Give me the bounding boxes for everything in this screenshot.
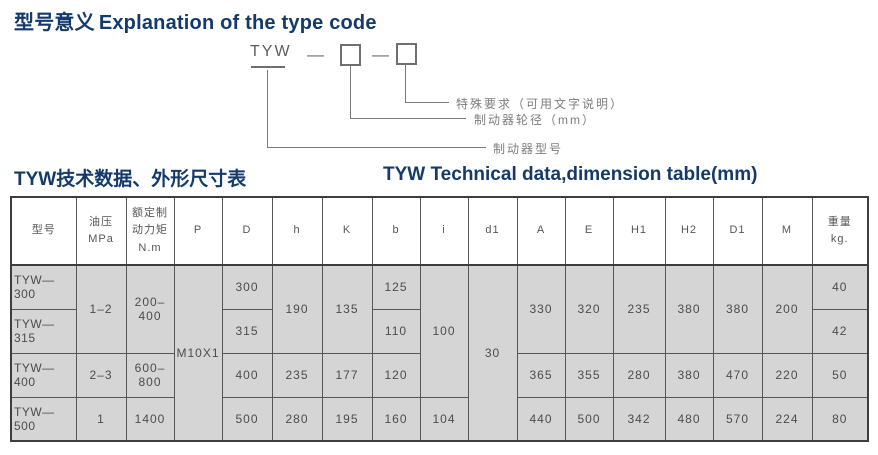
- col-header-e: E: [564, 196, 614, 266]
- cell-d: 400: [221, 352, 273, 398]
- table-row: TYW—400 2–3 600–800 400 235 177 120 365 …: [10, 352, 869, 398]
- col-header-h2: H2: [664, 196, 714, 266]
- col-header-weight: 重量 kg.: [811, 196, 869, 266]
- col-header-h1: H1: [612, 196, 666, 266]
- table-row: TYW—315 315 110 42: [10, 308, 869, 354]
- cell-h1: 235: [612, 264, 666, 354]
- col-header-p: P: [173, 196, 223, 266]
- header-row: 型号 油压 MPa 额定制 动力矩 N.m P D h K b i d1 A E…: [10, 196, 869, 266]
- cell-oil-pressure: 1–2: [75, 264, 127, 354]
- cell-k: 135: [321, 264, 373, 354]
- cell-m: 220: [761, 352, 813, 398]
- col-header-a: A: [516, 196, 566, 266]
- cell-model: TYW—400: [10, 352, 77, 398]
- cell-k: 195: [321, 396, 373, 442]
- type-code-box-2: [396, 43, 417, 65]
- cell-d1-large: 380: [712, 264, 763, 354]
- cell-d: 500: [221, 396, 273, 442]
- cell-h2: 380: [664, 264, 714, 354]
- table-row: TYW—300 1–2 200–400 M10X1 300 190 135 12…: [10, 264, 869, 442]
- col-header-k: K: [321, 196, 373, 266]
- cell-torque: 1400: [125, 396, 175, 442]
- cell-h1: 280: [612, 352, 666, 398]
- col-header-b: b: [371, 196, 421, 266]
- cell-a: 440: [516, 396, 566, 442]
- cell-b: 160: [371, 396, 421, 442]
- col-header-d1-small: d1: [467, 196, 518, 266]
- cell-e: 355: [564, 352, 614, 398]
- table-title-en: TYW Technical data,dimension table(mm): [383, 164, 758, 185]
- cell-b: 125: [371, 264, 421, 310]
- leader-line-model-vertical: [267, 70, 268, 148]
- cell-m: 200: [761, 264, 813, 354]
- leader-line-model-horizontal: [267, 147, 486, 148]
- col-header-torque: 额定制 动力矩 N.m: [125, 196, 175, 266]
- page-title-zh: 型号意义: [14, 12, 95, 34]
- cell-b: 120: [371, 352, 421, 398]
- cell-model: TYW—300: [10, 264, 77, 310]
- cell-i: 104: [419, 396, 469, 442]
- cell-d: 300: [221, 264, 273, 310]
- leader-line-diameter-vertical: [350, 66, 351, 119]
- cell-e: 320: [564, 264, 614, 354]
- cell-h: 190: [271, 264, 323, 354]
- cell-e: 500: [564, 396, 614, 442]
- diagram-label-wheel-diameter: 制动器轮径（mm）: [474, 113, 596, 127]
- col-header-oil-pressure: 油压 MPa: [75, 196, 127, 266]
- cell-d1-large: 570: [712, 396, 763, 442]
- cell-i: 100: [419, 264, 469, 398]
- col-header-m: M: [761, 196, 813, 266]
- diagram-label-brake-model: 制动器型号: [493, 142, 564, 156]
- cell-weight: 42: [811, 308, 869, 354]
- cell-oil-pressure: 2–3: [75, 352, 127, 398]
- page-title-en: Explanation of the type code: [98, 12, 377, 34]
- cell-oil-pressure: 1: [75, 396, 127, 442]
- leader-line-diameter-horizontal: [350, 118, 466, 119]
- cell-a: 365: [516, 352, 566, 398]
- type-code-box-1: [340, 44, 361, 66]
- cell-h: 235: [271, 352, 323, 398]
- cell-a: 330: [516, 264, 566, 354]
- cell-p: M10X1: [173, 264, 223, 442]
- technical-data-table: 型号 油压 MPa 额定制 动力矩 N.m P D h K b i d1 A E…: [10, 196, 869, 442]
- cell-h2: 480: [664, 396, 714, 442]
- table-title-zh: TYW技术数据、外形尺寸表: [14, 169, 247, 190]
- col-header-model: 型号: [10, 196, 77, 266]
- cell-h: 280: [271, 396, 323, 442]
- cell-m: 224: [761, 396, 813, 442]
- col-header-d: D: [221, 196, 273, 266]
- leader-line-special-vertical: [405, 65, 406, 103]
- col-header-h: h: [271, 196, 323, 266]
- type-code-dash-1: —: [307, 45, 324, 64]
- leader-line-special-horizontal: [405, 102, 449, 103]
- cell-torque: 200–400: [125, 264, 175, 354]
- cell-k: 177: [321, 352, 373, 398]
- diagram-label-special-requirements: 特殊要求（可用文字说明）: [456, 97, 625, 111]
- col-header-i: i: [419, 196, 469, 266]
- cell-model: TYW—315: [10, 308, 77, 354]
- type-code-dash-2: —: [372, 45, 389, 64]
- cell-d1-small: 30: [467, 264, 518, 442]
- cell-d: 315: [221, 308, 273, 354]
- cell-weight: 80: [811, 396, 869, 442]
- cell-h1: 342: [612, 396, 666, 442]
- cell-weight: 40: [811, 264, 869, 310]
- col-header-d1-large: D1: [712, 196, 763, 266]
- cell-model: TYW—500: [10, 396, 77, 442]
- table-row: TYW—500 1 1400 500 280 195 160 104 440 5…: [10, 396, 869, 442]
- type-code-underline: [251, 66, 285, 68]
- cell-b: 110: [371, 308, 421, 354]
- type-code-text: TYW: [250, 43, 292, 60]
- cell-h2: 380: [664, 352, 714, 398]
- cell-torque: 600–800: [125, 352, 175, 398]
- cell-d1-large: 470: [712, 352, 763, 398]
- cell-weight: 50: [811, 352, 869, 398]
